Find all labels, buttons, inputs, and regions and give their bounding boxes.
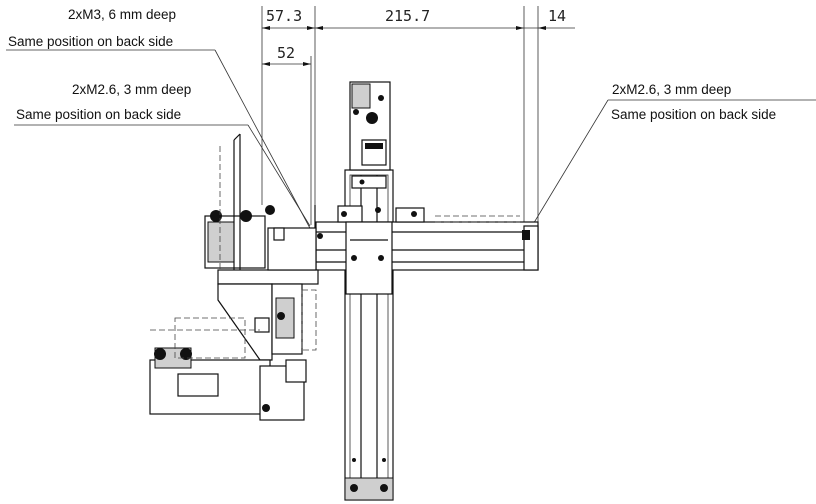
dim-52: 52: [277, 44, 295, 62]
dim-57-3: 57.3: [266, 7, 302, 25]
note-m3-sub: Same position on back side: [8, 34, 174, 49]
dim-215-7: 215.7: [385, 7, 430, 25]
note-m26-left-label: 2xM2.6, 3 mm deep: [72, 82, 192, 97]
dimension-lines: [261, 6, 575, 225]
leader-lines: [6, 49, 816, 233]
note-m26-left-sub: Same position on back side: [16, 107, 182, 122]
note-m26-right-sub: Same position on back side: [611, 107, 777, 122]
note-m3-label: 2xM3, 6 mm deep: [68, 7, 177, 22]
note-m26-right-label: 2xM2.6, 3 mm deep: [612, 82, 732, 97]
lower-motor: [149, 317, 307, 421]
horizontal-axis: [308, 205, 539, 295]
dim-14: 14: [548, 7, 566, 25]
left-bracket: [204, 133, 319, 361]
